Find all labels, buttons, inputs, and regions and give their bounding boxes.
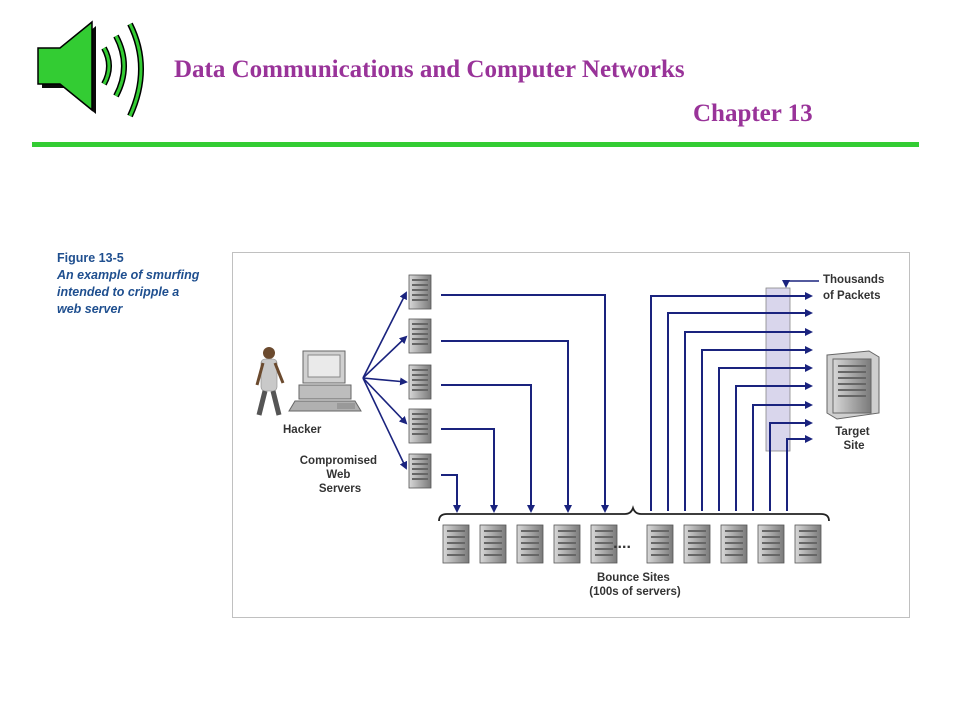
figure-number: Figure 13-5	[57, 251, 124, 265]
svg-text:Compromised Web Se: Compromised Web Servers	[300, 455, 381, 495]
title-divider	[32, 142, 919, 147]
svg-text:Bounce Sites (100s of se: Bounce Sites (100s of servers)	[589, 572, 681, 598]
compromised-label-2: Web	[326, 469, 350, 481]
target-label-1: Target	[835, 426, 869, 438]
hacker-label: Hacker	[283, 424, 322, 436]
figure-caption: Figure 13-5 An example of smurfing inten…	[57, 250, 227, 318]
target-label-2: Site	[843, 440, 864, 452]
hacker-computer-icon	[288, 350, 362, 412]
speaker-icon[interactable]	[34, 20, 164, 130]
bounce-brace	[438, 505, 830, 522]
bounce-ellipsis: ....	[613, 535, 631, 552]
bounce-server-icons	[442, 524, 822, 564]
packets-label-2: of Packets	[823, 290, 881, 302]
svg-text:Target Site: Target Site	[835, 426, 873, 452]
hacker-person-icon	[255, 347, 285, 416]
target-server-icon	[826, 350, 880, 420]
svg-text:Thousands of Packets: Thousands of Packets	[823, 274, 888, 302]
figure-description: An example of smurfing intended to cripp…	[57, 268, 200, 316]
compromised-server-icons	[408, 274, 432, 489]
chapter-label: Chapter 13	[693, 100, 813, 127]
slide-title: Data Communications and Computer Network…	[174, 56, 685, 83]
packets-label-1: Thousands	[823, 274, 884, 286]
compromised-label-3: Servers	[319, 483, 361, 495]
compromised-label-1: Compromised	[300, 455, 377, 467]
bounce-label-1: Bounce Sites	[597, 572, 670, 584]
bounce-label-2: (100s of servers)	[589, 586, 681, 598]
smurfing-diagram: Hacker Compromised Web Servers	[232, 252, 910, 618]
